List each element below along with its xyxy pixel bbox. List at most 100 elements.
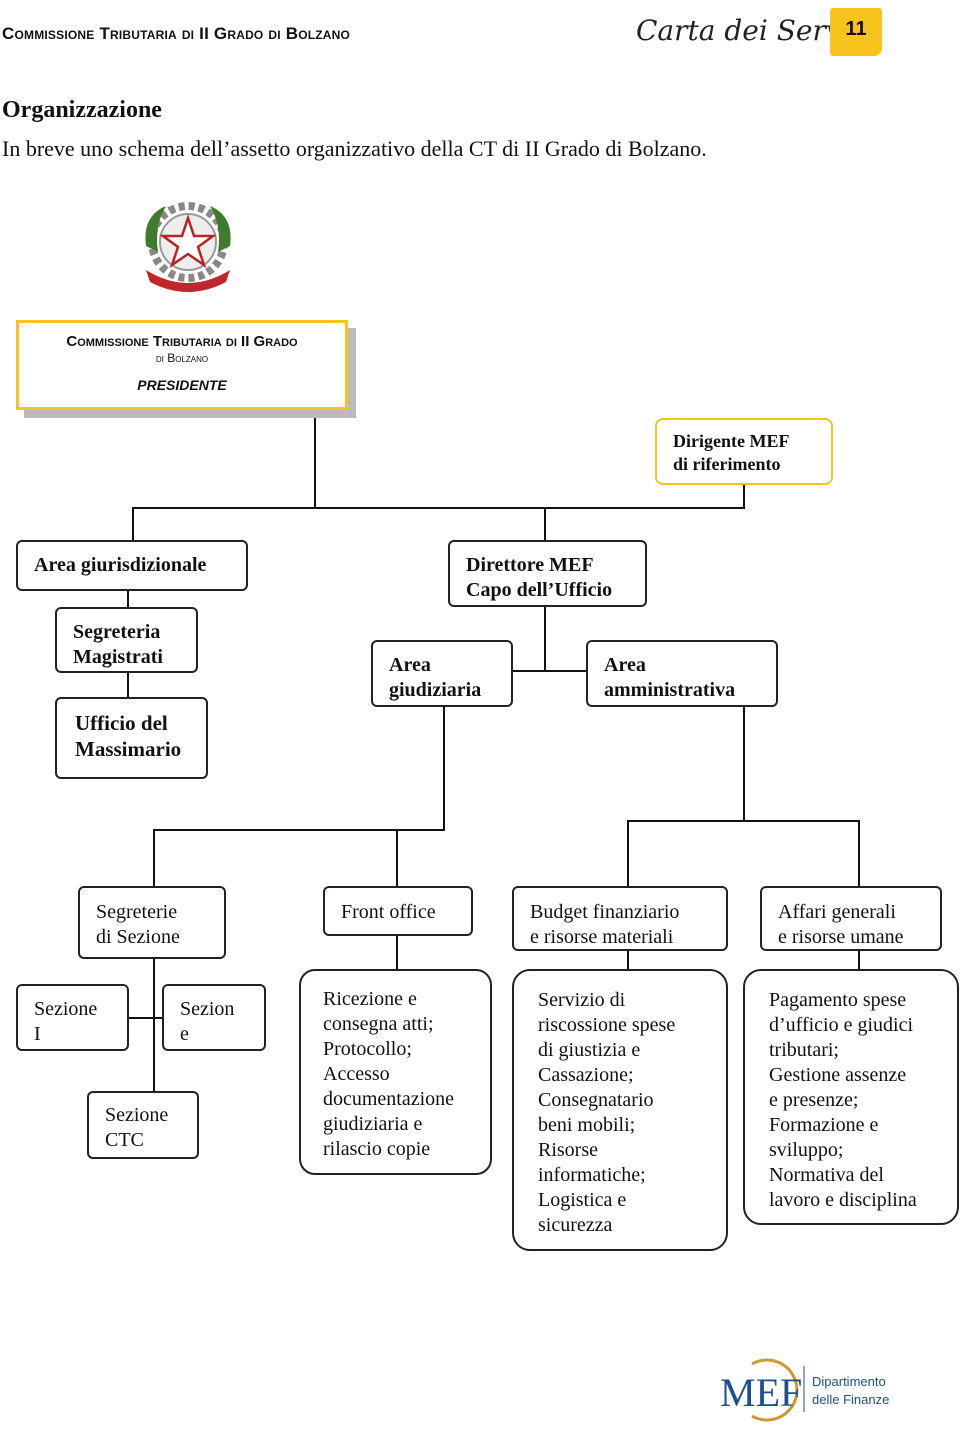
- front-office-label: Front office: [341, 901, 436, 923]
- affari-line2: e risorse umane: [778, 926, 904, 948]
- connector: [314, 418, 316, 508]
- ricezione-box: Ricezione e consegna atti; Protocollo; A…: [299, 969, 492, 1175]
- area-giurisdizionale-label: Area giurisdizionale: [34, 554, 207, 576]
- president-box: Commissione Tributaria di II Grado di Bo…: [16, 320, 348, 410]
- ufficio-massimario-line2: Massimario: [75, 737, 182, 761]
- servizio-line: Servizio di: [538, 989, 626, 1011]
- ricezione-line: consegna atti;: [323, 1013, 434, 1035]
- dirigente-line2: di riferimento: [673, 454, 781, 474]
- ricezione-line: Accesso: [323, 1063, 390, 1085]
- connector: [627, 820, 860, 822]
- budget-line1: Budget finanziario: [530, 901, 680, 923]
- document-header-title: Commissione Tributaria di II Grado di Bo…: [2, 24, 351, 43]
- servizio-line: Risorse: [538, 1139, 598, 1161]
- page-number: 11: [845, 18, 867, 40]
- president-title: PRESIDENTE: [137, 377, 227, 393]
- section-intro: In breve uno schema dell’assetto organiz…: [2, 136, 707, 161]
- connector: [544, 507, 546, 541]
- connector: [127, 672, 129, 698]
- servizio-line: Consegnatario: [538, 1089, 654, 1111]
- connector: [127, 590, 129, 608]
- servizio-line: sicurezza: [538, 1214, 613, 1236]
- connector: [858, 820, 860, 887]
- segreterie-sezione-line1: Segreterie: [96, 901, 178, 923]
- area-giudiziaria-line2: giudiziaria: [389, 679, 482, 701]
- budget-box: Budget finanziario e risorse materiali: [512, 886, 728, 951]
- area-giudiziaria-line1: Area: [389, 654, 431, 676]
- servizio-line: beni mobili;: [538, 1114, 636, 1136]
- connector: [743, 706, 745, 821]
- connector: [132, 507, 745, 509]
- sezione-e-box: Sezion e: [162, 984, 266, 1051]
- dirigente-mef-box: Dirigente MEF di riferimento: [655, 418, 833, 485]
- dirigente-line1: Dirigente MEF: [673, 431, 790, 451]
- area-giurisdizionale-box: Area giurisdizionale: [16, 540, 248, 591]
- connector: [544, 606, 546, 670]
- area-amministrativa-line1: Area: [604, 654, 646, 676]
- connector: [443, 706, 445, 830]
- pagamento-line: Formazione e: [769, 1114, 879, 1136]
- sezione-i-line2: I: [34, 1023, 41, 1045]
- connector: [128, 1017, 164, 1019]
- area-giudiziaria-box: Area giudiziaria: [371, 640, 513, 707]
- servizio-line: Cassazione;: [538, 1064, 634, 1086]
- servizio-line: riscossione spese: [538, 1014, 676, 1036]
- page-number-flag: [830, 8, 882, 56]
- servizio-line: di giustizia e: [538, 1039, 641, 1061]
- area-amministrativa-line2: amministrativa: [604, 679, 736, 701]
- affari-generali-box: Affari generali e risorse umane: [760, 886, 942, 951]
- direttore-mef-box: Direttore MEF Capo dell’Ufficio: [448, 540, 647, 607]
- connector: [743, 484, 745, 507]
- connector: [153, 1017, 155, 1091]
- ufficio-massimario-box: Ufficio del Massimario: [55, 697, 208, 779]
- connector: [153, 829, 155, 887]
- president-commission-city: di Bolzano: [155, 351, 209, 365]
- ufficio-massimario-line1: Ufficio del: [75, 711, 168, 735]
- connector: [132, 507, 134, 541]
- sezione-ctc-box: Sezione CTC: [87, 1091, 199, 1159]
- mef-logo-text: MEF: [720, 1370, 802, 1415]
- mef-dept-line2: delle Finanze: [812, 1392, 889, 1407]
- front-office-box: Front office: [323, 886, 473, 936]
- connector: [396, 829, 398, 887]
- direttore-line1: Direttore MEF: [466, 554, 594, 576]
- sezione-e-line2: e: [180, 1023, 189, 1045]
- connector: [627, 950, 629, 970]
- sezione-e-line1: Sezion: [180, 998, 235, 1020]
- segreterie-sezione-box: Segreterie di Sezione: [78, 886, 226, 959]
- mef-dept-line1: Dipartimento: [812, 1374, 886, 1389]
- direttore-line2: Capo dell’Ufficio: [466, 579, 613, 601]
- segreteria-magistrati-box: Segreteria Magistrati: [55, 607, 198, 673]
- area-amministrativa-box: Area amministrativa: [586, 640, 778, 707]
- pagamento-line: sviluppo;: [769, 1139, 844, 1161]
- pagamento-line: Gestione assenze: [769, 1064, 907, 1086]
- sezione-i-line1: Sezione: [34, 998, 98, 1020]
- connector: [858, 950, 860, 970]
- connector: [153, 958, 155, 1018]
- sezione-ctc-line1: Sezione: [105, 1104, 169, 1126]
- sezione-i-box: Sezione I: [16, 984, 129, 1051]
- pagamento-line: tributari;: [769, 1039, 839, 1061]
- budget-line2: e risorse materiali: [530, 926, 674, 948]
- pagamento-line: Normativa del: [769, 1164, 884, 1186]
- affari-line1: Affari generali: [778, 901, 896, 923]
- servizio-box: Servizio di riscossione spese di giustiz…: [512, 969, 728, 1251]
- ricezione-line: Ricezione e: [323, 988, 417, 1010]
- ricezione-line: documentazione: [323, 1088, 455, 1110]
- italian-republic-emblem: [145, 202, 231, 292]
- pagamento-box: Pagamento spese d’ufficio e giudici trib…: [743, 969, 959, 1225]
- mef-logo: MEF Dipartimento delle Finanze: [720, 1358, 889, 1422]
- president-commission-name: Commissione Tributaria di II Grado: [66, 333, 298, 350]
- servizio-line: Logistica e: [538, 1189, 627, 1211]
- connector: [443, 670, 588, 672]
- ricezione-line: rilascio copie: [323, 1138, 431, 1160]
- segreteria-magistrati-line1: Segreteria: [73, 621, 161, 643]
- pagamento-line: e presenze;: [769, 1089, 859, 1111]
- connector: [153, 829, 445, 831]
- ricezione-line: giudiziaria e: [323, 1113, 423, 1135]
- pagamento-line: d’ufficio e giudici: [769, 1014, 914, 1036]
- pagamento-line: Pagamento spese: [769, 989, 907, 1011]
- servizio-line: informatiche;: [538, 1164, 646, 1186]
- pagamento-line: lavoro e disciplina: [769, 1189, 917, 1211]
- connector: [627, 820, 629, 887]
